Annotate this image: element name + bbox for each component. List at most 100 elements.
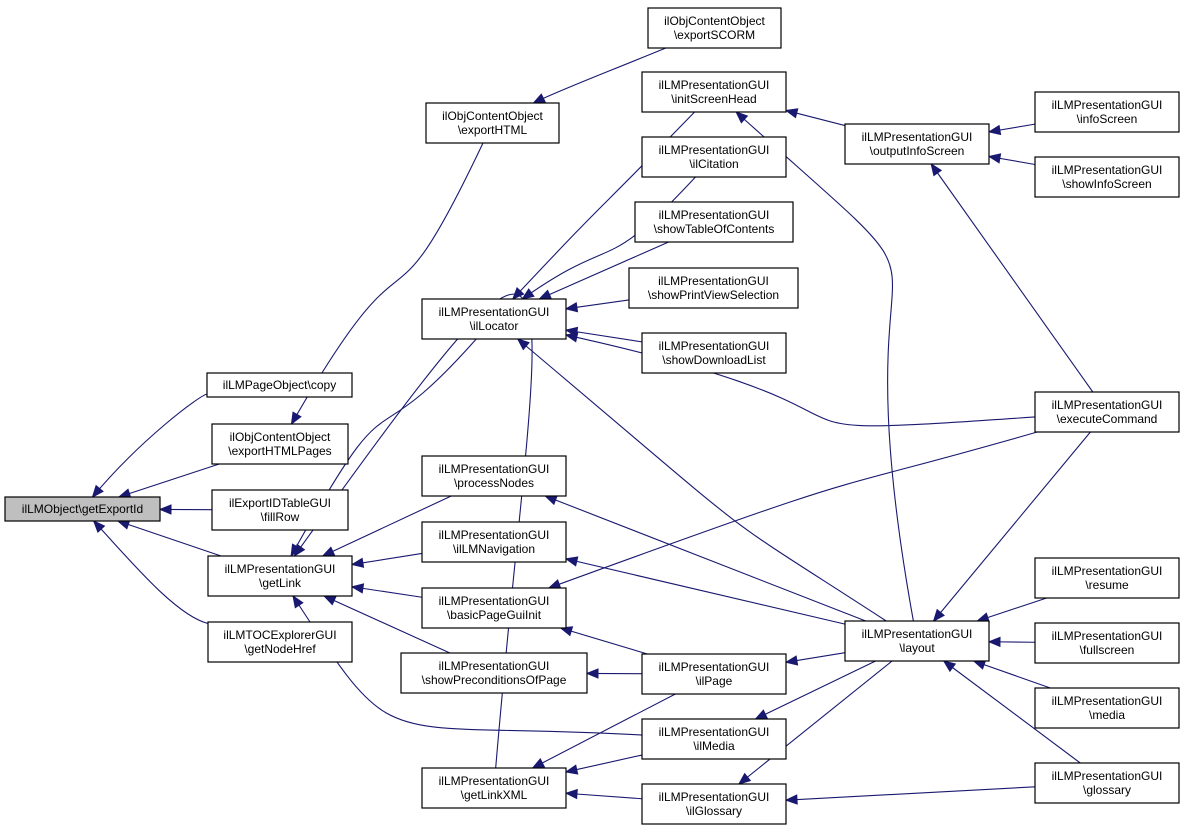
edge-glossary-to-layout	[942, 660, 1081, 764]
edge-ilMedia-to-getLinkXML	[564, 754, 643, 775]
arrowhead	[293, 543, 306, 558]
node-getLinkXML[interactable]: ilLMPresentationGUI\getLinkXML	[421, 767, 567, 809]
node-label: \ilLMNavigation	[453, 542, 535, 556]
node-ilMedia[interactable]: ilLMPresentationGUI\ilMedia	[641, 718, 787, 760]
node-label: \infoScreen	[1077, 112, 1138, 126]
edge-line	[322, 495, 452, 557]
node-ilCitation[interactable]: ilLMPresentationGUI\ilCitation	[641, 136, 787, 178]
node-showTableOfContents[interactable]: ilLMPresentationGUI\showTableOfContents	[634, 201, 794, 243]
node-label: ilLMPresentationGUI	[862, 130, 973, 144]
edge-ilPage-to-basicPageGuiInit	[559, 626, 648, 655]
node-co_exportSCORM[interactable]: ilObjContentObject\exportSCORM	[647, 7, 782, 49]
arrowhead	[784, 108, 799, 119]
node-layout[interactable]: ilLMPresentationGUI\layout	[844, 620, 990, 662]
node-ilPage[interactable]: ilLMPresentationGUI\ilPage	[641, 653, 787, 695]
node-label: ilLMPresentationGUI	[659, 725, 770, 739]
node-box	[421, 521, 567, 563]
node-co_exportHTMLPages[interactable]: ilObjContentObject\exportHTMLPages	[211, 423, 349, 465]
node-box	[844, 123, 990, 165]
node-label: \showDownloadList	[662, 353, 766, 367]
node-label: \exportHTMLPages	[228, 444, 331, 458]
node-toc_getNodeHref[interactable]: ilLMTOCExplorerGUI\getNodeHref	[207, 621, 353, 663]
node-box	[634, 201, 794, 243]
node-box	[1034, 622, 1180, 664]
node-ilLMNavigation[interactable]: ilLMPresentationGUI\ilLMNavigation	[421, 521, 567, 563]
node-box	[647, 7, 782, 49]
edge-line	[351, 586, 423, 598]
node-label: \ilGlossary	[686, 804, 742, 818]
edge-pageobj_copy-to-root	[91, 393, 208, 499]
node-box	[641, 653, 787, 695]
edge-line	[560, 627, 648, 655]
node-box	[421, 587, 567, 629]
node-showPreconditionsOfPage[interactable]: ilLMPresentationGUI\showPreconditionsOfP…	[400, 652, 588, 694]
node-label: ilLMPresentationGUI	[439, 774, 550, 788]
nodes-layer: ilLMObject\getExportId ilLMPageObject\cop…	[4, 7, 1180, 825]
node-showPrintViewSelection[interactable]: ilLMPresentationGUI\showPrintViewSelecti…	[628, 267, 799, 309]
node-label: ilLMPresentationGUI	[862, 627, 973, 641]
edge-glossary-to-ilGlossary	[784, 786, 1036, 805]
node-initScreenHead[interactable]: ilLMPresentationGUI\initScreenHead	[641, 71, 787, 113]
arrowhead	[521, 288, 535, 300]
node-co_exportHTML[interactable]: ilObjContentObject\exportHTML	[425, 102, 560, 144]
edge-line	[539, 241, 669, 300]
node-label: \exportSCORM	[674, 28, 755, 42]
arrowhead	[930, 162, 943, 177]
node-label: \getLinkXML	[461, 788, 528, 802]
node-box	[421, 767, 567, 809]
arrowhead	[92, 520, 106, 533]
node-executeCommand[interactable]: ilLMPresentationGUI\executeCommand	[1034, 391, 1180, 433]
node-pageobj_copy[interactable]: ilLMPageObject\copy	[206, 372, 353, 398]
node-box	[641, 718, 787, 760]
node-resume[interactable]: ilLMPresentationGUI\resume	[1034, 557, 1180, 599]
node-label: ilLMPresentationGUI	[1052, 629, 1163, 643]
arrowhead	[516, 338, 530, 351]
node-root[interactable]: ilLMObject\getExportId	[4, 496, 161, 522]
arrowhead	[987, 153, 1002, 164]
node-ilGlossary[interactable]: ilLMPresentationGUI\ilGlossary	[641, 783, 787, 825]
node-box	[421, 298, 567, 340]
edge-getLink-to-root	[116, 519, 222, 557]
node-getLink[interactable]: ilLMPresentationGUI\getLink	[207, 555, 353, 597]
node-box	[206, 372, 353, 398]
edge-line	[532, 693, 676, 769]
node-label: ilObjContentObject	[664, 14, 765, 28]
arrowhead	[564, 788, 578, 800]
edge-layout-to-ilGlossary	[737, 660, 893, 785]
node-label: \getLink	[259, 576, 302, 590]
node-glossary[interactable]: ilLMPresentationGUI\glossary	[1034, 762, 1180, 804]
node-box	[1034, 91, 1180, 133]
arrowhead	[321, 546, 336, 557]
node-box	[211, 423, 349, 465]
edge-toc_getNodeHref-to-root	[92, 520, 209, 625]
node-label: ilLMPresentationGUI	[439, 528, 550, 542]
node-showInfoScreen[interactable]: ilLMPresentationGUI\showInfoScreen	[1034, 156, 1180, 198]
arrowhead	[735, 111, 749, 124]
edge-line	[517, 338, 887, 622]
node-box	[641, 71, 787, 113]
node-label: ilObjContentObject	[442, 109, 543, 123]
arrowhead	[784, 655, 799, 666]
node-exportid_fillRow[interactable]: ilExportIDTableGUI\fillRow	[211, 489, 349, 531]
node-infoScreen[interactable]: ilLMPresentationGUI\infoScreen	[1034, 91, 1180, 133]
node-media[interactable]: ilLMPresentationGUI\media	[1034, 687, 1180, 729]
node-label: ilLMPresentationGUI	[659, 143, 770, 157]
node-label: \executeCommand	[1057, 412, 1158, 426]
node-box	[421, 455, 567, 497]
node-fullscreen[interactable]: ilLMPresentationGUI\fullscreen	[1034, 622, 1180, 664]
node-processNodes[interactable]: ilLMPresentationGUI\processNodes	[421, 455, 567, 497]
arrowhead	[564, 556, 579, 567]
node-showDownloadList[interactable]: ilLMPresentationGUI\showDownloadList	[641, 332, 787, 374]
node-outputInfoScreen[interactable]: ilLMPresentationGUI\outputInfoScreen	[844, 123, 990, 165]
node-label: ilLMPresentationGUI	[1052, 163, 1163, 177]
arrowhead	[538, 289, 552, 300]
node-ilLocator[interactable]: ilLMPresentationGUI\ilLocator	[421, 298, 567, 340]
edge-executeCommand-to-ilLocator	[564, 332, 1036, 427]
arrowhead	[754, 709, 769, 720]
arrowhead	[511, 287, 525, 300]
edge-media-to-layout	[972, 659, 1051, 689]
arrowhead	[292, 594, 304, 609]
arrowhead	[932, 608, 945, 623]
edge-showInfoScreen-to-outputInfoScreen	[987, 153, 1036, 166]
node-basicPageGuiInit[interactable]: ilLMPresentationGUI\basicPageGuiInit	[421, 587, 567, 629]
